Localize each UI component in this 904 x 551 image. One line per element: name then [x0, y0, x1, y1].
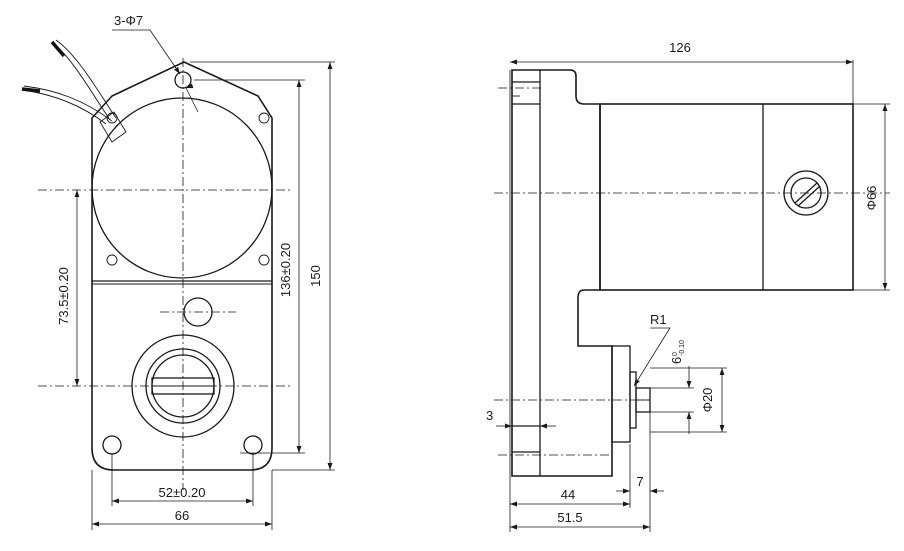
screw-hole: [106, 254, 118, 266]
dim-shaft-position: 51.5: [557, 510, 582, 525]
dim-shaft-diameter: Φ20: [700, 388, 715, 413]
output-shaft-side: [611, 345, 651, 443]
dim-key-tolerance-lower: -0.10: [679, 340, 686, 356]
dim-shaft-length: 7: [636, 474, 643, 489]
screw-hole: [258, 112, 270, 124]
dim-hole-spacing-vertical: 136±0.20: [278, 243, 293, 297]
lead-wires: [21, 39, 127, 143]
front-view: 3-Φ7 150 136±0.20 73.5±0.20 52±0.20 66: [21, 13, 335, 530]
side-view: 126 Φ66 R1 Φ20 6 0 -0.10 3 44 7 51.5: [486, 40, 890, 532]
dim-overall-length: 126: [669, 40, 691, 55]
motor-circle: [91, 97, 273, 279]
gearbox-body: [511, 69, 613, 477]
dim-fillet-radius: R1: [650, 312, 667, 327]
hole-callout: 3-Φ7: [114, 13, 143, 28]
dim-hole-spacing-horizontal: 52±0.20: [159, 485, 206, 500]
dim-key-width: 6: [669, 357, 684, 364]
dim-gearbox-depth: 44: [561, 487, 575, 502]
motor-body: [599, 103, 854, 291]
dim-shaft-to-motor-axis: 73.5±0.20: [56, 267, 71, 325]
dim-key-width-group: 6 0 -0.10: [669, 340, 686, 364]
screw-hole: [258, 254, 270, 266]
dim-key-tolerance-upper: 0: [672, 352, 679, 356]
bottom-mount-hole: [102, 435, 122, 455]
dim-motor-diameter: Φ66: [864, 186, 879, 211]
dim-overall-height: 150: [308, 265, 323, 287]
screw-hole: [106, 112, 118, 124]
bottom-mount-hole: [243, 435, 263, 455]
dim-flange-thickness: 3: [486, 408, 493, 423]
dim-overall-width: 66: [175, 508, 189, 523]
